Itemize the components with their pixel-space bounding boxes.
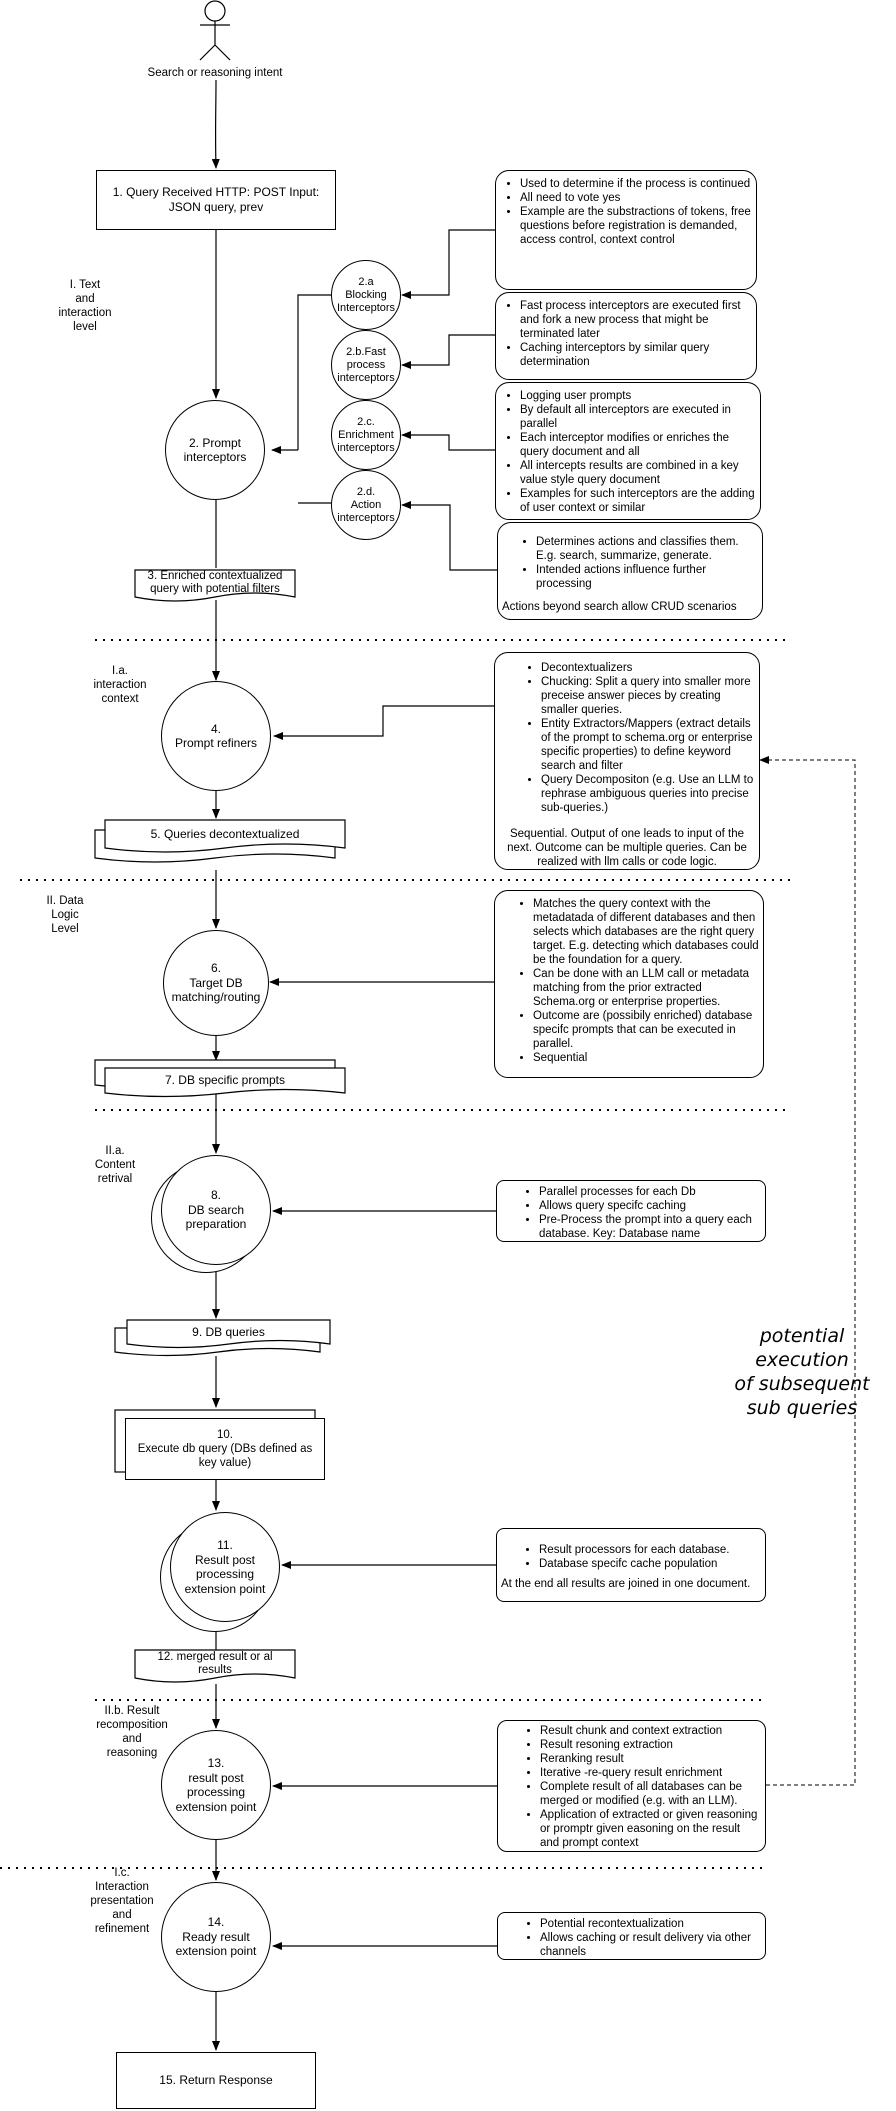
step-4-prompt-refiners[interactable]: 4. Prompt refiners xyxy=(161,681,271,791)
level-label-iia: II.a. Content retrival xyxy=(94,1145,136,1185)
step-1-label: 1. Query Received HTTP: POST Input: JSON… xyxy=(112,185,320,214)
step-15-label: 15. Return Response xyxy=(159,2073,273,2087)
note-2d-footer: Actions beyond search allow CRUD scenari… xyxy=(502,601,737,613)
step-6-target-db-routing[interactable]: 6. Target DB matching/routing xyxy=(163,930,269,1036)
note-item: Sequential xyxy=(533,1051,759,1065)
note-item: Decontextualizers xyxy=(541,661,755,675)
note-item: Result resoning extraction xyxy=(540,1738,761,1752)
link-note-2c xyxy=(401,431,495,451)
note-2a-list: Used to determine if the process is cont… xyxy=(500,177,752,247)
note-item: Result processors for each database. xyxy=(539,1543,761,1557)
note-2b-list: Fast process interceptors are executed f… xyxy=(500,299,752,369)
note-item: Determines actions and classifies them. … xyxy=(536,535,758,563)
step-2d-action-interceptors[interactable]: 2.d. Action interceptors xyxy=(331,470,401,540)
step-1-query-received[interactable]: 1. Query Received HTTP: POST Input: JSON… xyxy=(96,170,336,230)
note-item: Logging user prompts xyxy=(520,389,756,403)
doc-shape-5-front xyxy=(104,819,346,853)
note-item: All need to vote yes xyxy=(520,191,752,205)
note-item: Result chunk and context extraction xyxy=(540,1724,761,1738)
note-13-result-recomposition: Result chunk and context extraction Resu… xyxy=(497,1720,766,1852)
note-2b-fast-process: Fast process interceptors are executed f… xyxy=(495,292,757,380)
note-item: Parallel processes for each Db xyxy=(539,1185,761,1199)
step-7-db-specific-prompts[interactable]: 7. DB specific prompts xyxy=(164,1072,286,1087)
note-13-list: Result chunk and context extraction Resu… xyxy=(502,1724,761,1850)
link-note-4 xyxy=(273,705,494,740)
step-15-return-response[interactable]: 15. Return Response xyxy=(116,2052,316,2109)
note-item: Example are the substractions of tokens,… xyxy=(520,205,752,247)
note-item: Examples for such interceptors are the a… xyxy=(520,487,756,515)
note-2d-list: Determines actions and classifies them. … xyxy=(502,535,758,591)
link-2a xyxy=(297,294,331,450)
note-item: Intended actions influence further proce… xyxy=(536,563,758,591)
note-item: Potential recontextualization xyxy=(540,1917,761,1931)
note-4-list: Decontextualizers Chucking: Split a quer… xyxy=(499,661,755,815)
note-item: Used to determine if the process is cont… xyxy=(520,177,752,191)
step-5-queries-decontextualized[interactable]: 5. Queries decontextualized xyxy=(150,826,300,841)
link-note-2a xyxy=(401,229,495,299)
note-11-result-processors: Result processors for each database. Dat… xyxy=(496,1528,766,1602)
note-2c-enrichment: Logging user prompts By default all inte… xyxy=(495,382,761,520)
note-item: Complete result of all databases can be … xyxy=(540,1780,761,1808)
note-item: Pre-Process the prompt into a query each… xyxy=(539,1213,761,1241)
note-8-list: Parallel processes for each Db Allows qu… xyxy=(501,1185,761,1241)
actor-figure xyxy=(199,0,231,61)
note-item: Allows query specifc caching xyxy=(539,1199,761,1213)
doc-shape-9-front xyxy=(126,1319,331,1349)
step-2-prompt-interceptors[interactable]: 2. Prompt interceptors xyxy=(165,400,265,500)
doc-shape-7-front xyxy=(104,1067,346,1098)
note-item: Outcome are (possibily enriched) databas… xyxy=(533,1009,759,1051)
note-2d-action: Determines actions and classifies them. … xyxy=(497,522,763,620)
step-2a-blocking-interceptors[interactable]: 2.a Blocking Interceptors xyxy=(331,260,401,330)
note-item: Each interceptor modifies or enriches th… xyxy=(520,431,756,459)
level-label-i: I. Text and interaction level xyxy=(58,279,112,333)
step-8-db-search-preparation[interactable]: 8. DB search preparation xyxy=(161,1155,271,1265)
link-note-2b xyxy=(401,334,495,369)
doc-shape-3 xyxy=(134,569,296,602)
note-6-list: Matches the query context with the metad… xyxy=(499,897,759,1065)
note-11-list: Result processors for each database. Dat… xyxy=(501,1543,761,1571)
level-label-ii: II. Data Logic Level xyxy=(46,895,84,935)
step-3-enriched-query[interactable]: 3. Enriched contextualized query with po… xyxy=(147,570,283,595)
note-item: Chucking: Split a query into smaller mor… xyxy=(541,675,755,717)
note-item: Query Decompositon (e.g. Use an LLM to r… xyxy=(541,773,755,815)
note-4-prompt-refiners: Decontextualizers Chucking: Split a quer… xyxy=(494,652,760,870)
step-2c-enrichment-interceptors[interactable]: 2.c. Enrichment interceptors xyxy=(331,400,401,470)
step-10-execute-db-query[interactable]: 10. Execute db query (DBs defined as key… xyxy=(125,1418,325,1480)
note-item: All intercepts results are combined in a… xyxy=(520,459,756,487)
step-12-merged-result[interactable]: 12. merged result or al results xyxy=(157,1650,273,1677)
feedback-loop xyxy=(759,756,856,1786)
note-item: Fast process interceptors are executed f… xyxy=(520,299,752,341)
note-item: Matches the query context with the metad… xyxy=(533,897,759,967)
note-2c-list: Logging user prompts By default all inte… xyxy=(500,389,756,515)
note-item: Can be done with an LLM call or metadata… xyxy=(533,967,759,1009)
doc-shape-12 xyxy=(134,1649,296,1683)
note-item: Application of extracted or given reason… xyxy=(540,1808,761,1850)
link-note-2d xyxy=(401,501,497,571)
level-label-ia: I.a. interaction context xyxy=(93,665,147,705)
note-6-target-db: Matches the query context with the metad… xyxy=(494,890,764,1078)
note-item: Database specifc cache population xyxy=(539,1557,761,1571)
note-14-ready-result: Potential recontextualization Allows cac… xyxy=(497,1912,766,1960)
note-item: By default all interceptors are executed… xyxy=(520,403,756,431)
actor-label: Search or reasoning intent xyxy=(147,67,283,79)
handwritten-note: potential execution of subsequent sub qu… xyxy=(734,1325,870,1419)
note-item: Iterative -re-query result enrichment xyxy=(540,1766,761,1780)
level-label-iib: II.b. Result recomposition and reasoning xyxy=(96,1705,168,1759)
step-11-result-post-processing[interactable]: 11. Result post processing extension poi… xyxy=(170,1512,280,1622)
level-label-ic: I.c. Interaction presentation and refine… xyxy=(90,1867,154,1935)
note-item: Allows caching or result delivery via ot… xyxy=(540,1931,761,1959)
note-item: Reranking result xyxy=(540,1752,761,1766)
note-11-footer: At the end all results are joined in one… xyxy=(501,1578,751,1590)
step-14-ready-result[interactable]: 14. Ready result extension point xyxy=(161,1882,271,1992)
note-2a-blocking: Used to determine if the process is cont… xyxy=(495,170,757,290)
note-item: Entity Extractors/Mappers (extract detai… xyxy=(541,717,755,773)
note-8-db-search: Parallel processes for each Db Allows qu… xyxy=(496,1180,766,1242)
step-2b-fast-process-interceptors[interactable]: 2.b.Fast process interceptors xyxy=(331,330,401,400)
step-9-db-queries[interactable]: 9. DB queries xyxy=(192,1324,265,1339)
note-item: Caching interceptors by similar query de… xyxy=(520,341,752,369)
note-14-list: Potential recontextualization Allows cac… xyxy=(502,1917,761,1959)
step-13-result-post-processing[interactable]: 13. result post processing extension poi… xyxy=(161,1730,271,1840)
note-4-footer: Sequential. Output of one leads to input… xyxy=(507,828,747,868)
